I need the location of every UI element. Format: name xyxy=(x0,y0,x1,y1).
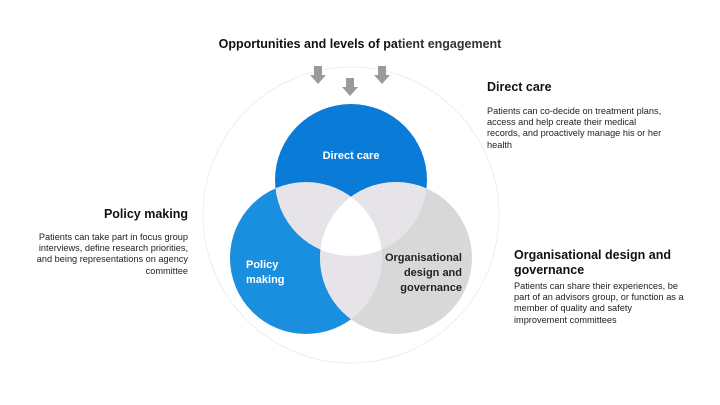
desc-line: member of quality and safety xyxy=(514,303,632,314)
label-line: Organisational xyxy=(385,252,462,264)
label-line: making xyxy=(246,274,285,286)
desc-line: and being representations on agency xyxy=(36,254,188,265)
diagram-title: Opportunities and levels of patient enga… xyxy=(0,37,720,51)
desc-line: records, and proactively manage his or h… xyxy=(487,128,662,139)
label-line: Direct care xyxy=(323,150,380,162)
arrow-down-icon xyxy=(310,66,326,84)
organisational-heading: Organisational design and governance xyxy=(514,248,671,278)
title-accent: tient engagement xyxy=(397,37,502,51)
outer-ring xyxy=(202,66,500,364)
desc-line: access and help create their medical xyxy=(487,117,637,128)
arrow-down-icon xyxy=(374,66,390,84)
desc-line: health xyxy=(487,139,513,150)
desc-line: interviews, define research priorities, xyxy=(38,243,188,254)
desc-line: committee xyxy=(145,265,188,276)
desc-line: Patients can take part in focus group xyxy=(38,232,188,242)
desc-line: improvement committees xyxy=(514,314,617,325)
organisational-description: Patients can share their experiences, be… xyxy=(514,281,684,326)
direct-care-heading: Direct care xyxy=(487,80,552,94)
heading-line: Organisational design and xyxy=(514,248,671,262)
label-line: design and xyxy=(404,267,462,279)
label-direct-care: Direct care xyxy=(323,150,380,162)
desc-line: part of an advisors group, or function a… xyxy=(514,292,684,303)
direct-care-description: Patients can co-decide on treatment plan… xyxy=(487,106,661,151)
title-prefix: Opportunities and levels of pa xyxy=(218,37,398,51)
label-policy-making: Policy making xyxy=(246,259,285,286)
policy-making-heading: Policy making xyxy=(103,207,188,221)
policy-making-description: Patients can take part in focus group in… xyxy=(37,232,188,277)
label-line: Policy xyxy=(246,259,279,271)
label-line: governance xyxy=(400,282,462,294)
desc-line: Patients can share their experiences, be xyxy=(514,281,678,291)
overlap-center xyxy=(320,182,382,256)
label-organisational-design: Organisational design and governance xyxy=(385,252,462,294)
arrow-down-icon xyxy=(342,78,358,96)
desc-line: Patients can co-decide on treatment plan… xyxy=(487,106,662,116)
heading-line: governance xyxy=(514,263,585,277)
